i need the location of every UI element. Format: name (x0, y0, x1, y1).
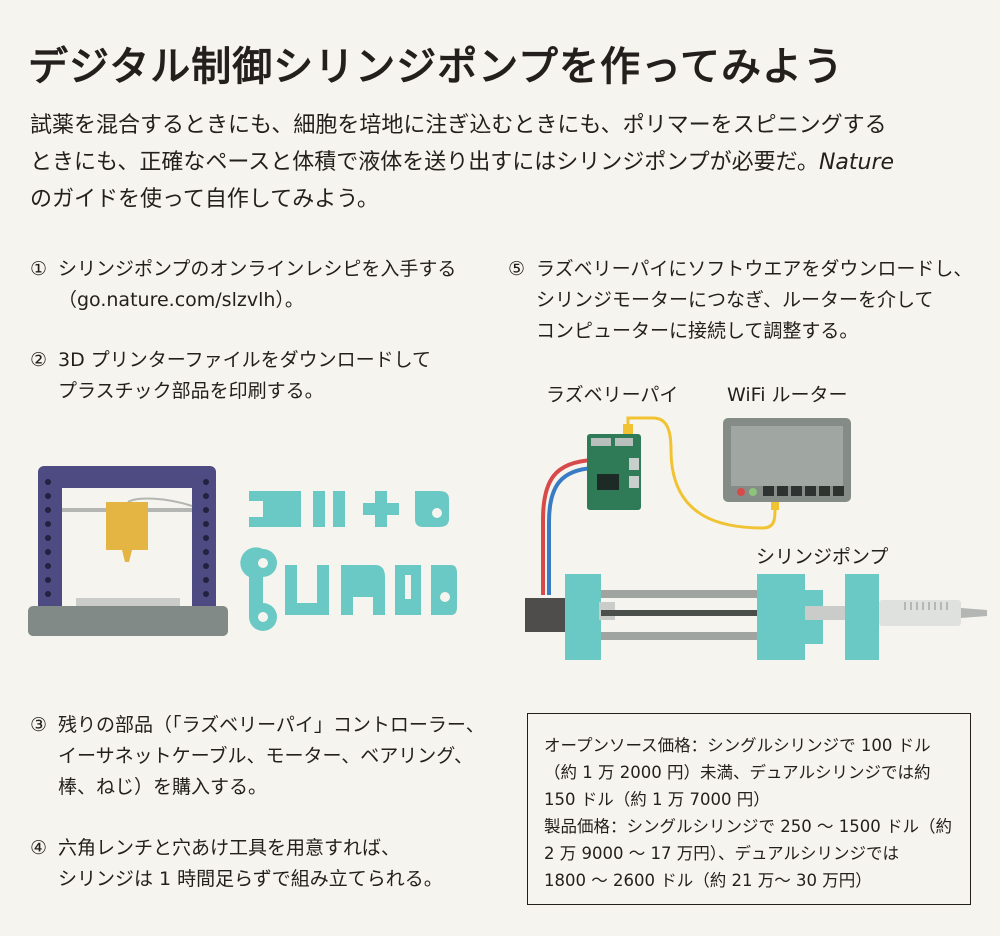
step-text: プラスチック部品を印刷する。 (58, 380, 324, 402)
step-number: ② (30, 349, 48, 371)
pi-port (629, 476, 639, 488)
pi-port (629, 458, 639, 470)
yellow-network-cable-top (626, 416, 777, 530)
pi-ethernet-port (623, 424, 633, 434)
price-line: 1800 〜 2600 ドル（約 21 万〜 30 万円） (544, 871, 872, 890)
step-text: ラズベリーパイにソフトウエアをダウンロードし、 (536, 258, 973, 280)
intro-line-2: ときにも、正確なペースと体積で液体を送り出すにはシリンジポンプが必要だ。Natu… (30, 144, 975, 181)
intro-line-1: 試薬を混合するときにも、細胞を培地に注ぎ込むときにも、ポリマーをスピニングする (30, 113, 887, 138)
router-ports (763, 486, 844, 496)
step-text: シリンジモーターにつなぎ、ルーターを介して (536, 289, 934, 311)
pi-connector (615, 438, 633, 446)
step-3: ③ 残りの部品（「ラズベリーパイ」コントローラー、 イーサネットケーブル、モーター… (30, 710, 485, 803)
step-number: ③ (30, 714, 48, 736)
printed-parts-illustration (240, 491, 457, 631)
pi-connector (591, 438, 611, 446)
pump-end-block-left (565, 574, 601, 660)
step-text: シリンジは 1 時間足らずで組み立てられる。 (58, 868, 443, 890)
step-text: 残りの部品（「ラズベリーパイ」コントローラー、 (58, 714, 485, 736)
extruder (106, 502, 148, 550)
syringe-needle (961, 608, 987, 618)
router-status-light (737, 488, 745, 496)
printed-part (341, 565, 385, 615)
filament (127, 497, 193, 507)
step-text: 3D プリンターファイルをダウンロードして (58, 349, 432, 371)
pump-system-illustration (525, 416, 987, 660)
step-5: ⑤ ラズベリーパイにソフトウエアをダウンロードし、 シリンジモーターにつなぎ、ルー… (508, 254, 972, 347)
build-plate (76, 598, 180, 606)
step-4: ④ 六角レンチと穴あけ工具を用意すれば、 シリンジは 1 時間足らずで組み立てられ… (30, 833, 443, 895)
printed-part (285, 565, 329, 615)
step-number: ① (30, 258, 48, 280)
printer-base (28, 606, 228, 636)
router-cable-plug (771, 502, 779, 510)
pump-motor (525, 598, 567, 632)
price-line: 2 万 9000 〜 17 万円）、デュアルシリンジでは (544, 844, 899, 863)
red-motor-cable (541, 458, 594, 595)
pump-carriage (757, 574, 805, 660)
printed-part (415, 491, 449, 527)
blue-motor-cable (547, 466, 594, 595)
step-text: イーサネットケーブル、モーター、ベアリング、 (58, 745, 473, 767)
nozzle (122, 550, 132, 562)
pump-lead-screw (601, 610, 771, 616)
printed-part (431, 565, 457, 615)
printed-part (249, 491, 301, 527)
intro-paragraph: 試薬を混合するときにも、細胞を培地に注ぎ込むときにも、ポリマーをスピニングする … (30, 107, 975, 218)
pump-guide-rod (601, 632, 771, 640)
step-text: シリンジポンプのオンラインレシピを入手する (58, 258, 457, 280)
intro-line-2-text: ときにも、正確なペースと体積で液体を送り出すにはシリンジポンプが必要だ。 (30, 150, 819, 175)
step-text: コンピューターに接続して調整する。 (536, 320, 859, 342)
step-text: 棒、ねじ）を購入する。 (58, 776, 268, 798)
step-2: ② 3D プリンターファイルをダウンロードして プラスチック部品を印刷する。 (30, 345, 431, 407)
pump-guide-rod (601, 590, 771, 598)
3d-printer-illustration (28, 466, 228, 636)
router-panel (731, 426, 843, 486)
syringe-plunger (805, 606, 845, 620)
syringe-graduations (904, 602, 948, 610)
step-1: ① シリンジポンプのオンラインレシピを入手する （go.nature.com/sl… (30, 254, 456, 316)
intro-line-3: のガイドを使って自作してみよう。 (30, 187, 379, 212)
price-line: オープンソース価格：シングルシリンジで 100 ドル (544, 736, 931, 755)
price-line: （約 1 万 2000 円）未満、デュアルシリンジでは約 (544, 763, 931, 782)
raspberry-pi-board (587, 434, 641, 510)
wifi-router-label: WiFi ルーター (727, 384, 848, 406)
printed-part (240, 547, 277, 631)
price-info-box: オープンソース価格：シングルシリンジで 100 ドル （約 1 万 2000 円… (527, 713, 971, 905)
step-number: ④ (30, 837, 48, 859)
printed-part (333, 491, 345, 527)
step-text: （go.nature.com/slzvlh）。 (58, 289, 304, 311)
price-line: 150 ドル（約 1 万 7000 円） (544, 790, 770, 809)
printed-part (313, 491, 325, 527)
nature-journal-name: Nature (818, 150, 895, 175)
router-status-light (749, 488, 757, 496)
raspberry-pi-label: ラズベリーパイ (546, 384, 679, 406)
printer-frame-holes (45, 479, 209, 597)
step-number: ⑤ (508, 258, 526, 280)
page-title: デジタル制御シリンジポンプを作ってみよう (28, 44, 844, 90)
pump-end-block-right (845, 574, 879, 660)
step-text: 六角レンチと穴あけ工具を用意すれば、 (58, 837, 401, 859)
syringe-barrel (879, 600, 961, 626)
syringe-pump-label: シリンジポンプ (756, 546, 889, 568)
printed-part (363, 491, 399, 527)
pi-chip (597, 474, 619, 490)
price-line: 製品価格：シングルシリンジで 250 〜 1500 ドル（約 (544, 817, 952, 836)
